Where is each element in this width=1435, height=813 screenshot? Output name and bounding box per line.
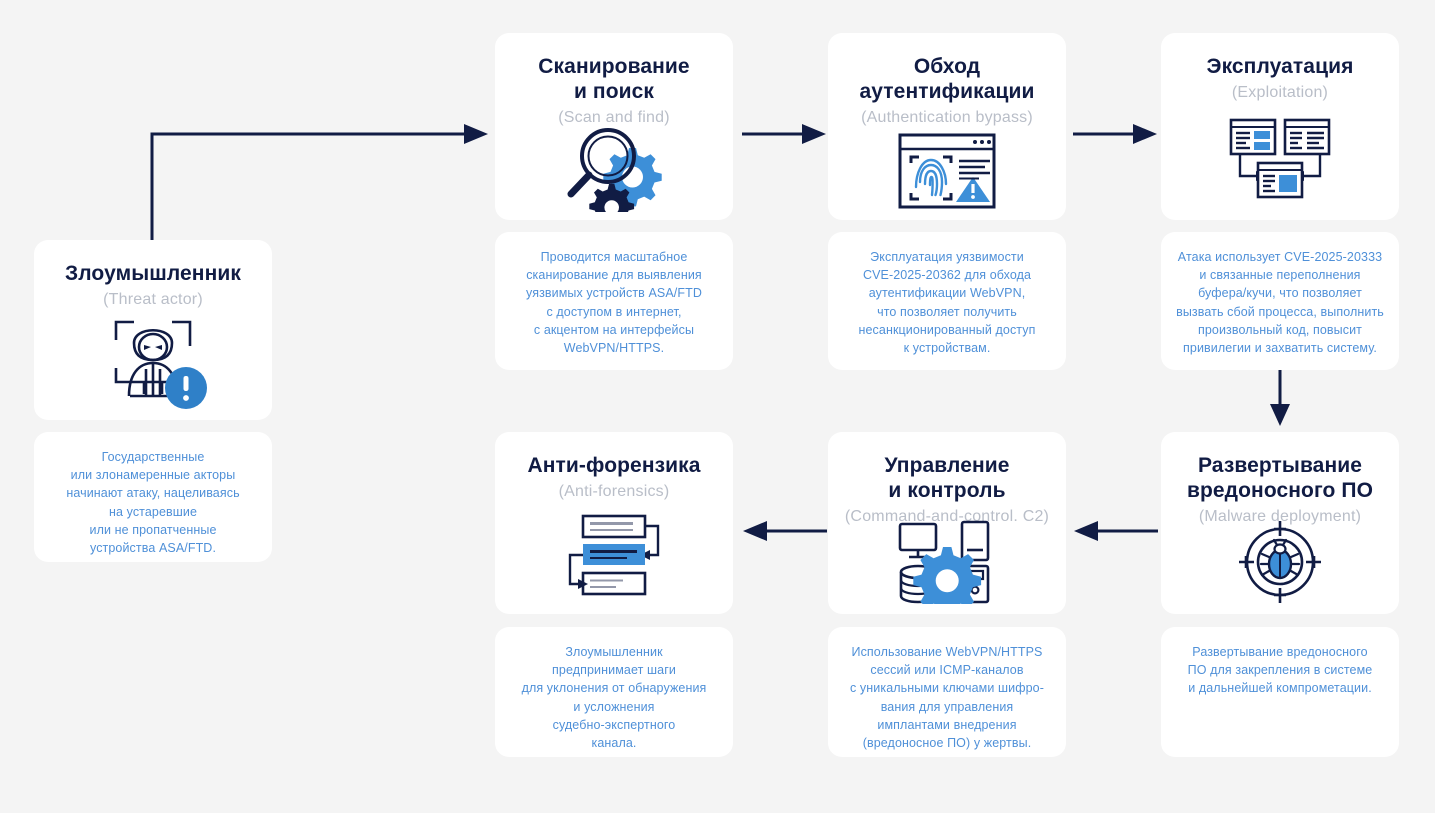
- node-title-malware-deployment: Развертывание вредоносного ПО: [1186, 454, 1374, 502]
- node-header-exploitation: Эксплуатация (Exploitation): [1161, 55, 1399, 104]
- node-title-threat-actor: Злоумышленник: [65, 262, 241, 285]
- connector-c2-to-anti-forensics: [742, 520, 827, 542]
- node-subtitle-threat-actor: (Threat actor): [103, 290, 203, 308]
- node-header-scan-and-find: Сканирование и поиск (Scan and find): [495, 55, 733, 128]
- node-card-scan-and-find[interactable]: Сканирование и поиск (Scan and find): [495, 33, 733, 220]
- node-card-command-and-control[interactable]: Управление и контроль (Command-and-contr…: [828, 432, 1066, 614]
- node-title-scan-and-find: Сканирование и поиск: [538, 55, 690, 103]
- fingerprint-browser-warning-icon: [828, 132, 1066, 210]
- node-subtitle-anti-forensics: (Anti-forensics): [558, 482, 670, 500]
- log-records-reorder-icon: [495, 514, 733, 596]
- bug-crosshair-target-icon: [1161, 520, 1399, 604]
- node-subtitle-malware-deployment: (Malware deployment): [1198, 507, 1362, 525]
- node-header-anti-forensics: Анти-форензика (Anti-forensics): [495, 454, 733, 503]
- hacker-monitor-alert-icon: [34, 306, 272, 410]
- node-subtitle-scan-and-find: (Scan and find): [558, 108, 670, 126]
- node-subtitle-authentication-bypass: (Authentication bypass): [861, 108, 1033, 126]
- node-description-authentication-bypass: Эксплуатация уязвимости CVE-2025-20362 д…: [828, 232, 1066, 370]
- node-card-malware-deployment[interactable]: Развертывание вредоносного ПО (Malware d…: [1161, 432, 1399, 614]
- node-title-exploitation: Эксплуатация: [1206, 55, 1354, 78]
- node-title-anti-forensics: Анти-форензика: [527, 454, 701, 477]
- node-description-threat-actor: Государственные или злонамеренные акторы…: [34, 432, 272, 562]
- connector-scan-to-auth-bypass: [742, 123, 827, 145]
- windows-exploit-chain-icon: [1161, 118, 1399, 202]
- node-card-authentication-bypass[interactable]: Обход аутентификации (Authentication byp…: [828, 33, 1066, 220]
- node-title-authentication-bypass: Обход аутентификации: [859, 55, 1035, 103]
- connector-auth-bypass-to-exploitation: [1073, 123, 1158, 145]
- node-card-exploitation[interactable]: Эксплуатация (Exploitation): [1161, 33, 1399, 220]
- magnifier-gears-icon: [495, 122, 733, 212]
- node-header-malware-deployment: Развертывание вредоносного ПО (Malware d…: [1161, 454, 1399, 527]
- node-description-scan-and-find: Проводится масштабное сканирование для в…: [495, 232, 733, 370]
- node-header-authentication-bypass: Обход аутентификации (Authentication byp…: [828, 55, 1066, 128]
- node-title-command-and-control: Управление и контроль: [884, 454, 1010, 502]
- servers-gear-network-icon: [828, 520, 1066, 604]
- node-description-malware-deployment: Развертывание вредоносного ПО для закреп…: [1161, 627, 1399, 757]
- node-description-anti-forensics: Злоумышленник предпринимает шаги для укл…: [495, 627, 733, 757]
- node-description-exploitation: Атака использует CVE-2025-20333 и связан…: [1161, 232, 1399, 370]
- node-header-command-and-control: Управление и контроль (Command-and-contr…: [828, 454, 1066, 527]
- node-subtitle-command-and-control: (Command-and-control. C2): [844, 507, 1050, 525]
- node-description-command-and-control: Использование WebVPN/HTTPS сессий или IC…: [828, 627, 1066, 757]
- connector-malware-to-c2: [1073, 520, 1158, 542]
- node-card-threat-actor[interactable]: Злоумышленник (Threat actor): [34, 240, 272, 420]
- connector-threat-actor-to-scan: [140, 120, 490, 255]
- connector-exploitation-to-malware: [1269, 368, 1291, 428]
- node-subtitle-exploitation: (Exploitation): [1231, 83, 1329, 101]
- node-card-anti-forensics[interactable]: Анти-форензика (Anti-forensics): [495, 432, 733, 614]
- node-header-threat-actor: Злоумышленник (Threat actor): [34, 262, 272, 311]
